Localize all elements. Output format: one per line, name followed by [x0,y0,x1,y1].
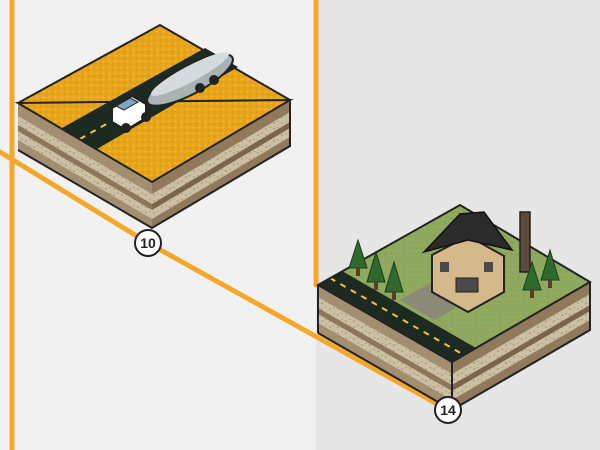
farm-tile-left-face [18,103,152,228]
house-tile-left-face [318,285,452,410]
marker-10-label: 10 [140,235,156,251]
tree-icon [540,248,560,288]
tree-icon [384,260,404,300]
tanker-truck-icon [111,52,234,133]
house-tile-right-face [452,282,590,410]
house-road-dashes [329,277,465,356]
house-tile [315,203,592,412]
farm-road-tile [14,23,294,230]
tree-icon [366,250,386,290]
marker-14[interactable]: 14 [434,396,462,424]
marker-14-label: 14 [440,402,456,418]
tree-icon [522,260,542,298]
house-icon [421,211,531,314]
marker-10[interactable]: 10 [134,229,162,257]
trees [348,238,560,300]
tree-icon [348,238,368,276]
farm-tile-right-face [152,100,290,228]
